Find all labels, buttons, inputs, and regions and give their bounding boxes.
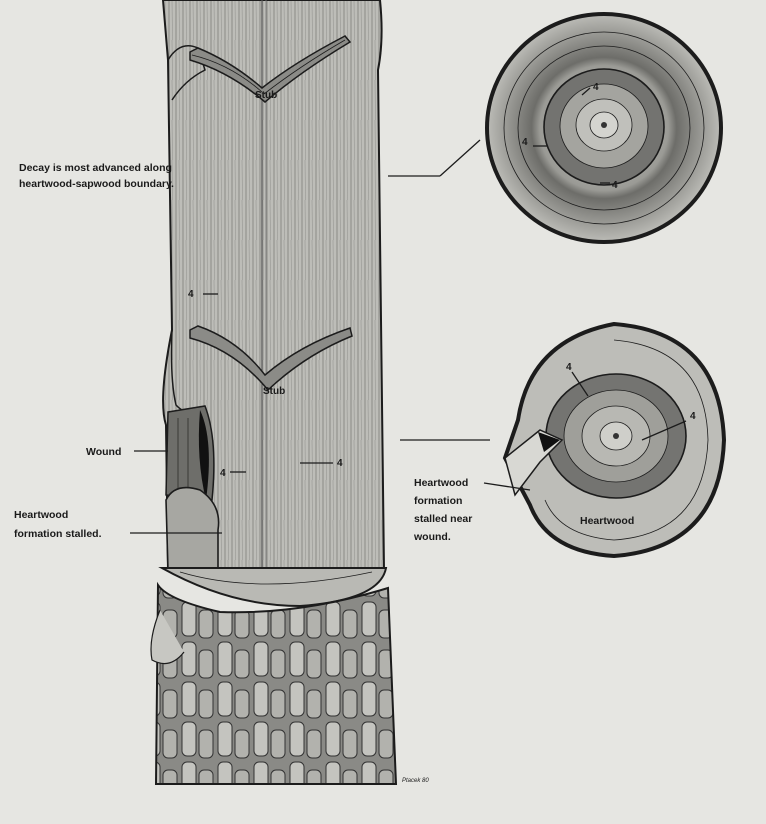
stub-label-top: Stub (255, 90, 277, 101)
lower-cross-section (502, 321, 727, 559)
top-stub-branch (189, 35, 352, 103)
marker-top-section-c: 4 (612, 180, 618, 191)
decay-caption-line2: heartwood-sapwood boundary. (19, 178, 174, 190)
wound-cavity (165, 405, 215, 501)
marker-bottom-section-b: 4 (690, 411, 696, 422)
heartwood-section-label: Heartwood (580, 515, 634, 527)
marker-trunk-wound: 4 (220, 468, 226, 479)
marker-trunk-center: 4 (337, 458, 343, 469)
upper-cross-section (485, 12, 723, 244)
stub-label-middle: Stub (263, 386, 285, 397)
marker-top-section-b: 4 (593, 82, 599, 93)
stalled-near-wound-line2: formation (414, 495, 462, 507)
stalled-near-wound-line4: wound. (413, 531, 451, 543)
heartwood-stalled-line1: Heartwood (14, 509, 68, 521)
stalled-near-wound-line1: Heartwood (414, 477, 468, 489)
wound-label: Wound (86, 446, 121, 458)
marker-top-section-a: 4 (522, 137, 528, 148)
heartwood-stalled-line2: formation stalled. (14, 528, 102, 540)
marker-trunk-left: 4 (188, 289, 194, 300)
leader-lines (130, 87, 687, 534)
trunk-illustration (150, 0, 398, 785)
marker-bottom-section-a: 4 (566, 362, 572, 373)
decay-caption-line1: Decay is most advanced along (19, 162, 172, 174)
stalled-near-wound-line3: stalled near (414, 513, 472, 525)
artist-signature: Ptacek 80 (402, 778, 429, 784)
